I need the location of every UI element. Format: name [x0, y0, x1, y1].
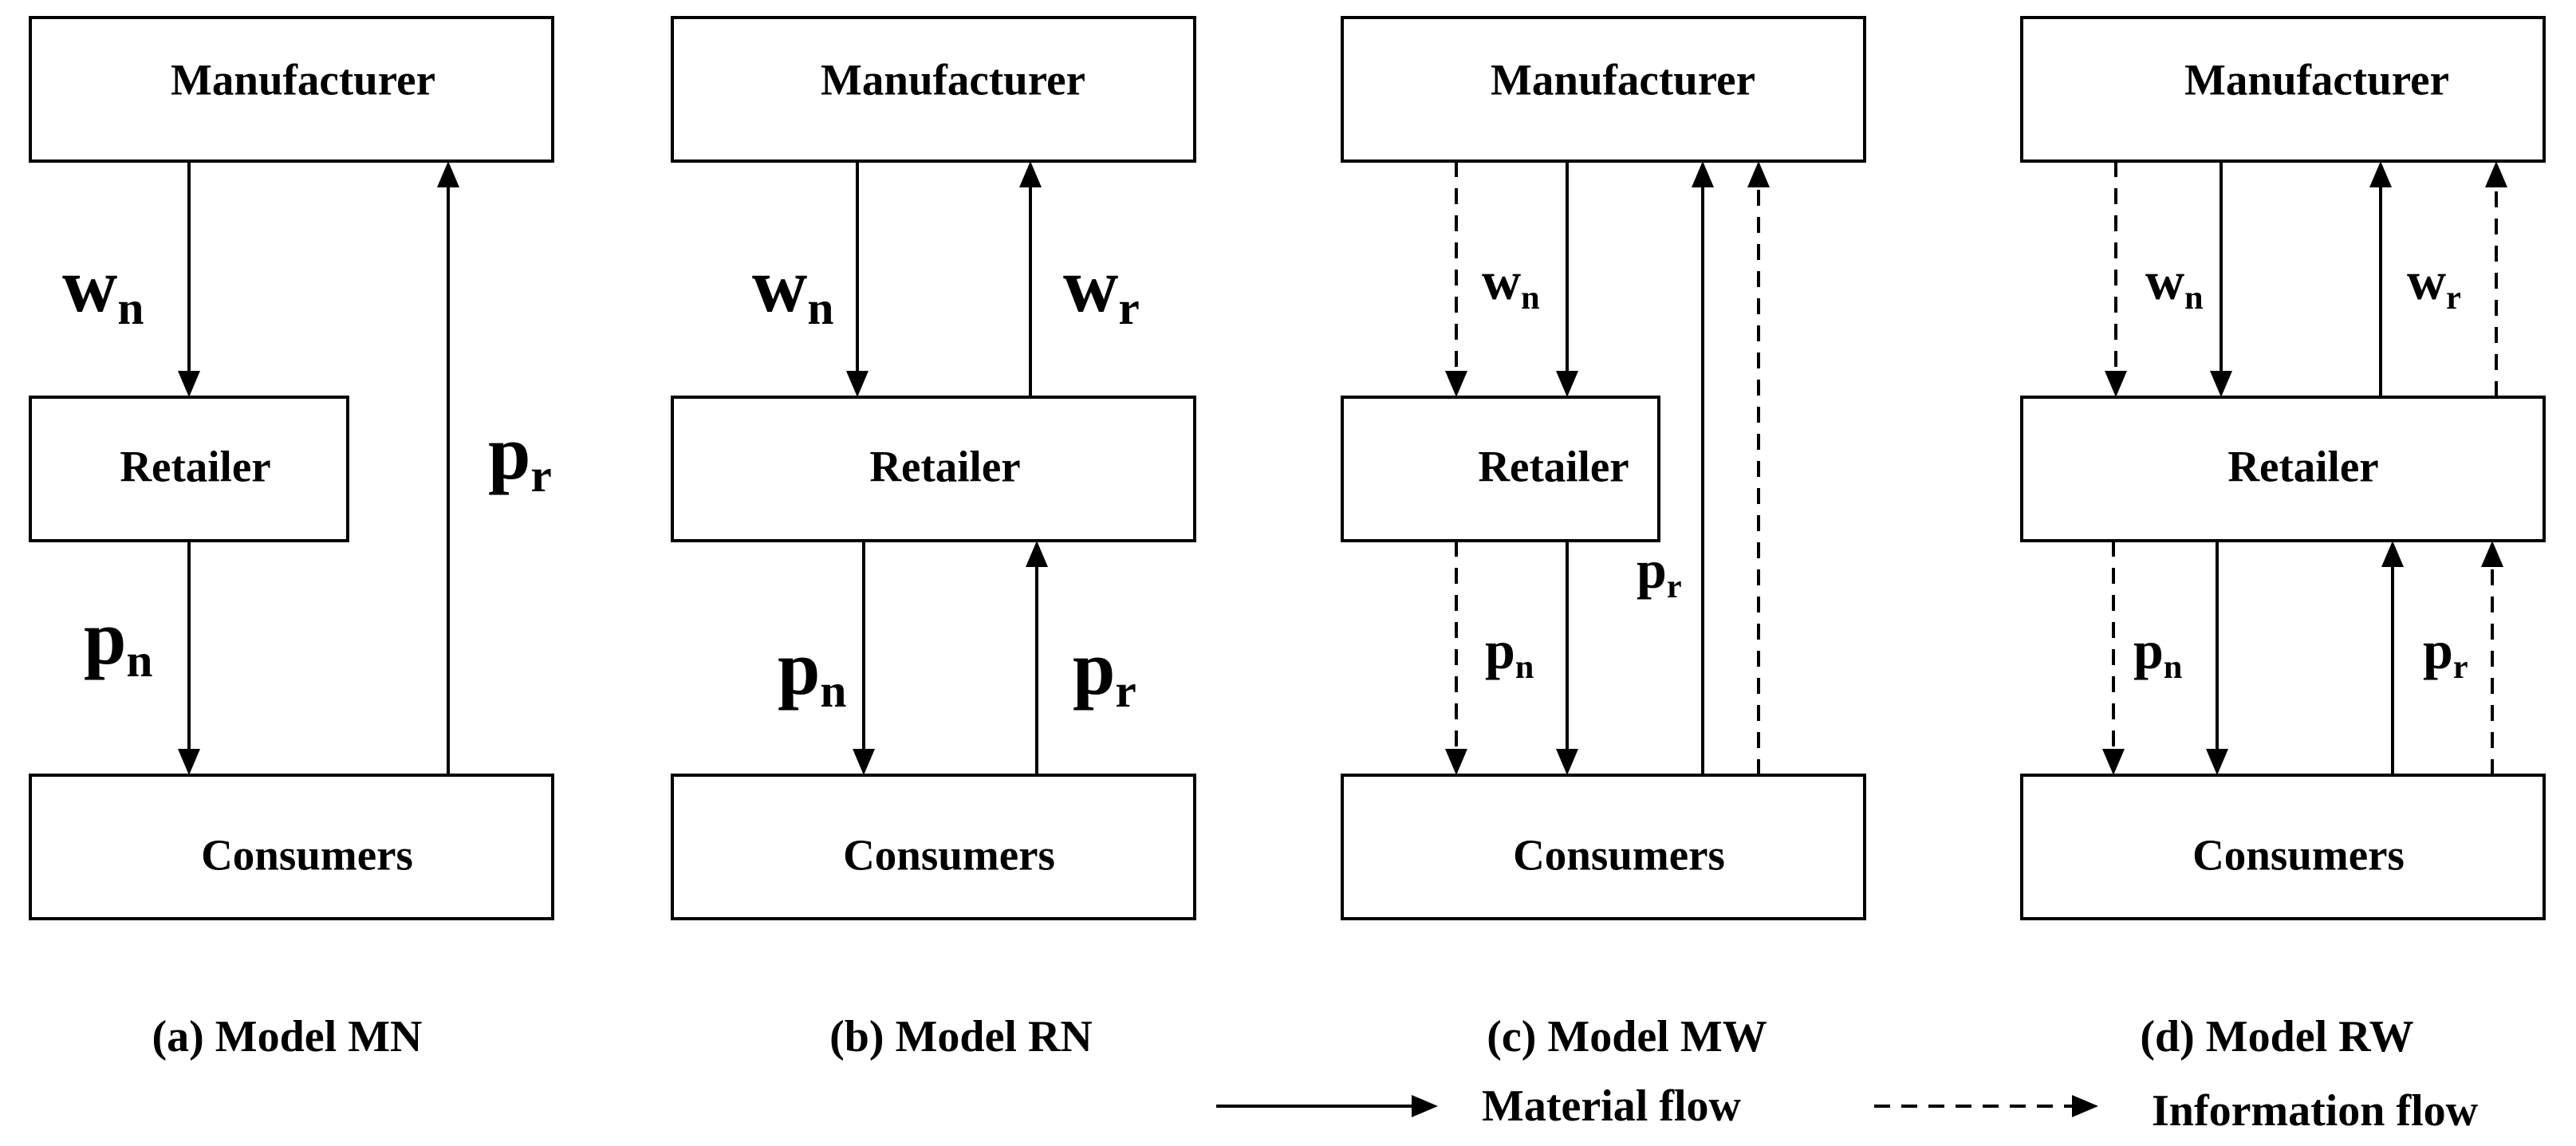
panel-b-pr-arrowhead [1026, 541, 1048, 567]
panel-c-info-down-arrowhead [1445, 371, 1467, 397]
panel-b-consumers-label: Consumers [843, 831, 1055, 880]
panel-b-caption: (b) Model RN [829, 1012, 1093, 1061]
panel-d-retailer-label: Retailer [2227, 443, 2378, 491]
panel-d-info-down2-arrowhead [2102, 749, 2125, 775]
panel-a-pn-label: pn [84, 595, 153, 687]
panel-a-pr-arrowhead [437, 161, 459, 187]
panel-a-manufacturer-label: Manufacturer [171, 56, 435, 104]
panel-d-consumers-box [2020, 774, 2546, 920]
panel-d-info-up2-arrowhead [2481, 541, 2503, 567]
legend-information-label: Information flow [2152, 1086, 2479, 1136]
legend-material-arrowhead [1412, 1095, 1438, 1117]
panel-d-info-up-arrowhead [2485, 161, 2507, 187]
panel-c-wn-arrowhead [1556, 371, 1578, 397]
panel-a-consumers-label: Consumers [201, 831, 413, 880]
panel-b: Manufacturer Retailer Consumers wn wr pn… [671, 16, 1196, 1061]
panel-b-wn-label: wn [752, 242, 833, 334]
panel-c-pr-label: pr [1637, 539, 1682, 605]
panel-b-manufacturer-label: Manufacturer [821, 56, 1085, 104]
panel-d-consumers-label: Consumers [2192, 831, 2405, 880]
panel-c-consumers-box [1341, 774, 1866, 920]
panel-b-pr-label: pr [1073, 625, 1136, 717]
panel-a-consumers-box [29, 774, 554, 920]
panel-c-manufacturer-label: Manufacturer [1491, 56, 1755, 104]
panel-a-wn-arrowhead [178, 371, 200, 397]
panel-b-consumers-box [671, 774, 1196, 920]
panel-b-wr-label: wr [1063, 242, 1140, 334]
panel-c-info-down2-arrowhead [1445, 749, 1467, 775]
panel-d-wr-arrowhead [2369, 161, 2392, 187]
panel-b-manufacturer-box [671, 16, 1196, 163]
panel-b-pn-arrowhead [853, 749, 875, 775]
panel-c-pn-arrowhead [1556, 749, 1578, 775]
panel-c-manufacturer-box [1341, 16, 1866, 163]
panel-c-caption: (c) Model MW [1487, 1012, 1767, 1061]
legend: Material flow Information flow [1216, 1081, 2479, 1136]
panel-d-wr-label: wr [2407, 250, 2461, 317]
panel-c-info-up-arrowhead [1747, 161, 1770, 187]
panel-d-pr-label: pr [2423, 620, 2468, 686]
panel-d-pn-label: pn [2133, 620, 2182, 686]
legend-information-arrowhead [2072, 1095, 2098, 1117]
panel-c-retailer-label: Retailer [1478, 443, 1629, 491]
panel-c-wn-label: wn [1482, 250, 1540, 317]
panel-b-wr-arrowhead [1019, 161, 1042, 187]
panel-c-pn-label: pn [1485, 620, 1534, 686]
panel-d-manufacturer-label: Manufacturer [2184, 56, 2449, 104]
panel-d-caption: (d) Model RW [2140, 1012, 2413, 1061]
panel-a-caption: (a) Model MN [152, 1012, 422, 1061]
panel-c-retailer-box [1341, 396, 1660, 542]
panel-a-manufacturer-box [29, 16, 554, 163]
panel-b-pn-label: pn [778, 625, 847, 717]
panel-b-wn-arrowhead [846, 371, 869, 397]
panel-a-pr-label: pr [488, 410, 552, 502]
panel-d: Manufacturer Retailer Consumers wn wr pn… [2020, 16, 2546, 1061]
panel-d-pr-arrowhead [2381, 541, 2404, 567]
panel-d-pn-arrowhead [2206, 749, 2228, 775]
panel-c-consumers-label: Consumers [1513, 831, 1725, 880]
legend-material-label: Material flow [1482, 1081, 1742, 1131]
panel-a-retailer-label: Retailer [120, 443, 270, 491]
panel-d-wn-arrowhead [2210, 371, 2232, 397]
panel-d-wn-label: wn [2145, 250, 2204, 317]
panel-c-pr-arrowhead [1692, 161, 1714, 187]
panel-a: Manufacturer Retailer Consumers wn pn pr… [29, 16, 554, 1061]
panel-a-retailer-box [29, 396, 349, 542]
panel-d-retailer-box [2020, 396, 2546, 542]
panel-a-wn-label: wn [62, 242, 144, 334]
panel-b-retailer-label: Retailer [869, 443, 1020, 491]
panel-d-info-down-arrowhead [2105, 371, 2127, 397]
panel-c: Manufacturer Retailer Consumers wn pn pr… [1341, 16, 1866, 1061]
panel-a-pn-arrowhead [178, 749, 200, 775]
panel-b-retailer-box [671, 396, 1196, 542]
panel-d-manufacturer-box [2020, 16, 2546, 163]
